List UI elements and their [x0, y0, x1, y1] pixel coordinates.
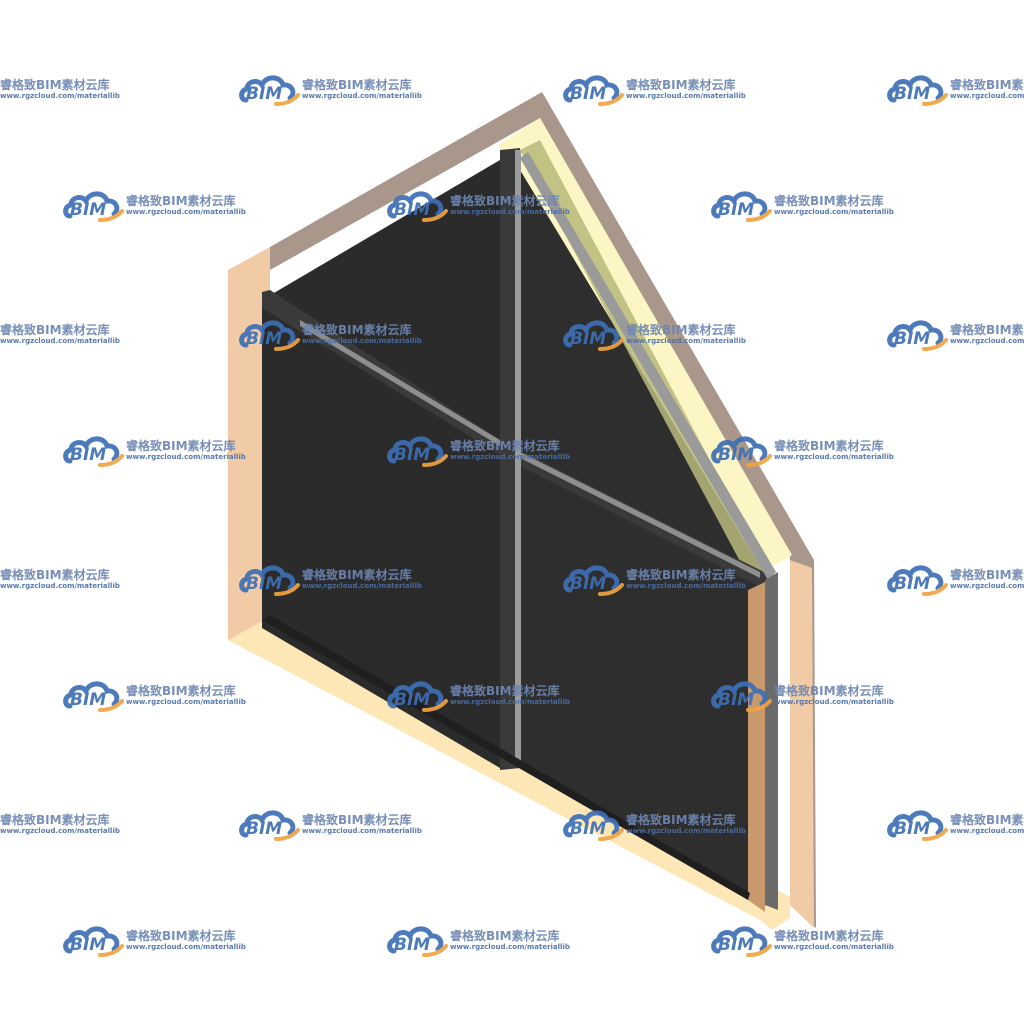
transom-highlight-right: [520, 452, 760, 578]
top-rail-highlight: [520, 152, 776, 580]
transom-highlight-left: [300, 320, 500, 446]
frame-right-face: [790, 560, 814, 928]
right-jamb-light: [748, 582, 765, 912]
glass-pane-right: [520, 170, 768, 900]
glass-pane-left: [262, 160, 500, 768]
frame-sill-face: [228, 617, 790, 930]
glass-bottom-edge: [262, 615, 750, 900]
mullion-highlight: [515, 150, 521, 765]
right-jamb: [765, 572, 778, 910]
